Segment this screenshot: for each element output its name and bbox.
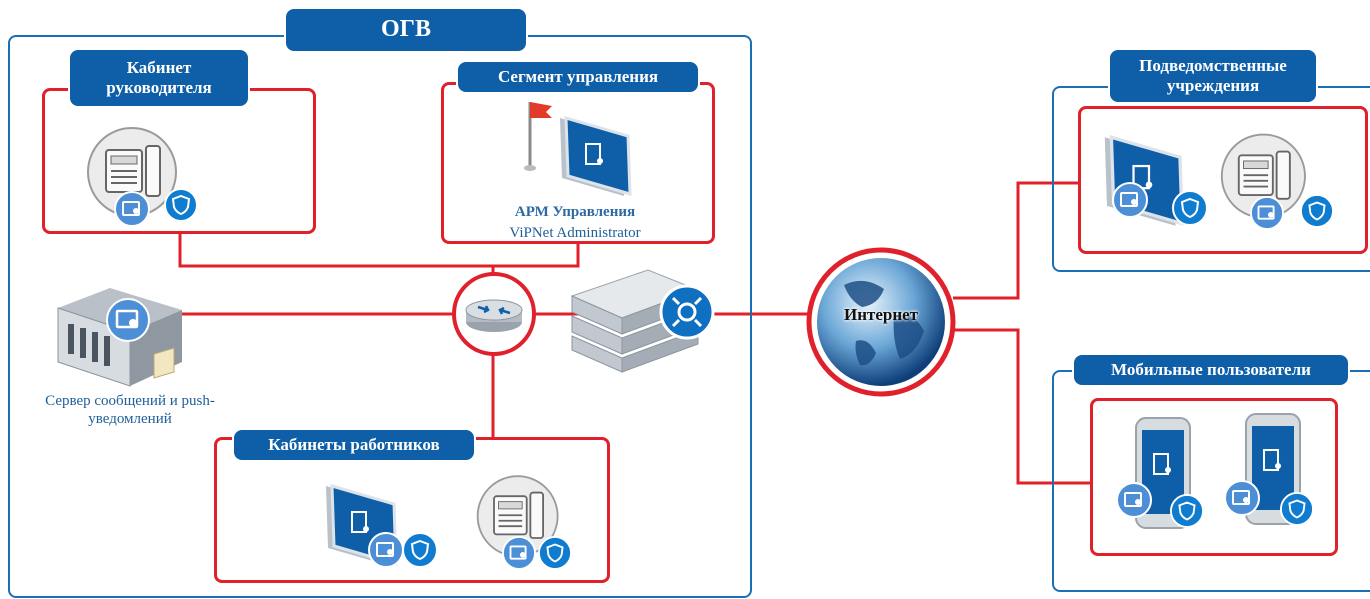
ip-phone-icon [87, 127, 177, 217]
subordinate-title-line2: учреждения [1166, 76, 1260, 95]
globe-icon [806, 247, 956, 397]
vipnet-client-badge-icon [1112, 182, 1148, 218]
flag-icon [524, 102, 552, 171]
vipnet-client-badge-icon [1224, 480, 1260, 516]
mgmt-caption-line1: АРМ Управления [514, 204, 636, 220]
vipnet-client-badge-icon [1116, 482, 1152, 518]
coordinator-badge-icon [659, 284, 715, 340]
vipnet-connect-badge-icon [1280, 492, 1314, 526]
workers-title: Кабинеты работников [234, 430, 474, 460]
vipnet-client-badge-icon [502, 536, 536, 570]
link-mgmt-segment [491, 244, 580, 278]
head-office-title-line2: руководителя [106, 78, 212, 97]
vipnet-connect-badge-icon [1300, 194, 1334, 228]
router-icon [452, 272, 536, 356]
vipnet-connect-badge-icon [164, 188, 198, 222]
internet-label: Интернет [843, 305, 919, 324]
subordinate-title-line1: Подведомственные [1139, 56, 1287, 76]
vipnet-connect-badge-icon [1172, 190, 1208, 226]
vipnet-connect-badge-icon [402, 532, 438, 568]
ogv-title: ОГВ [286, 9, 526, 51]
server-caption-line1: Сервер сообщений и push- [45, 393, 215, 409]
vipnet-connect-badge-icon [1170, 494, 1204, 528]
ip-phone-icon [1220, 133, 1306, 219]
ip-phone-icon [476, 475, 559, 558]
head-office-title: Кабинет руководителя [70, 50, 248, 106]
mgmt-caption-line2: ViPNet Administrator [509, 225, 641, 241]
vipnet-client-badge-icon [1250, 196, 1284, 230]
vipnet-client-badge-icon [114, 191, 150, 227]
link-mobile [953, 328, 1090, 485]
server-caption: Сервер сообщений и push- уведомлений [6, 392, 254, 428]
vipnet-connect-badge-icon [538, 536, 572, 570]
mgmt-segment-title: Сегмент управления [458, 62, 698, 92]
mobile-title: Мобильные пользователи [1074, 355, 1348, 385]
subordinate-title: Подведомственные учреждения [1110, 50, 1316, 102]
link-subordinate [953, 181, 1078, 300]
vipnet-client-badge-icon [368, 532, 404, 568]
server-caption-line2: уведомлений [88, 411, 172, 427]
head-office-title-line1: Кабинет [126, 58, 192, 78]
monitor-icon [560, 115, 632, 197]
vipnet-client-badge-icon [106, 298, 150, 342]
